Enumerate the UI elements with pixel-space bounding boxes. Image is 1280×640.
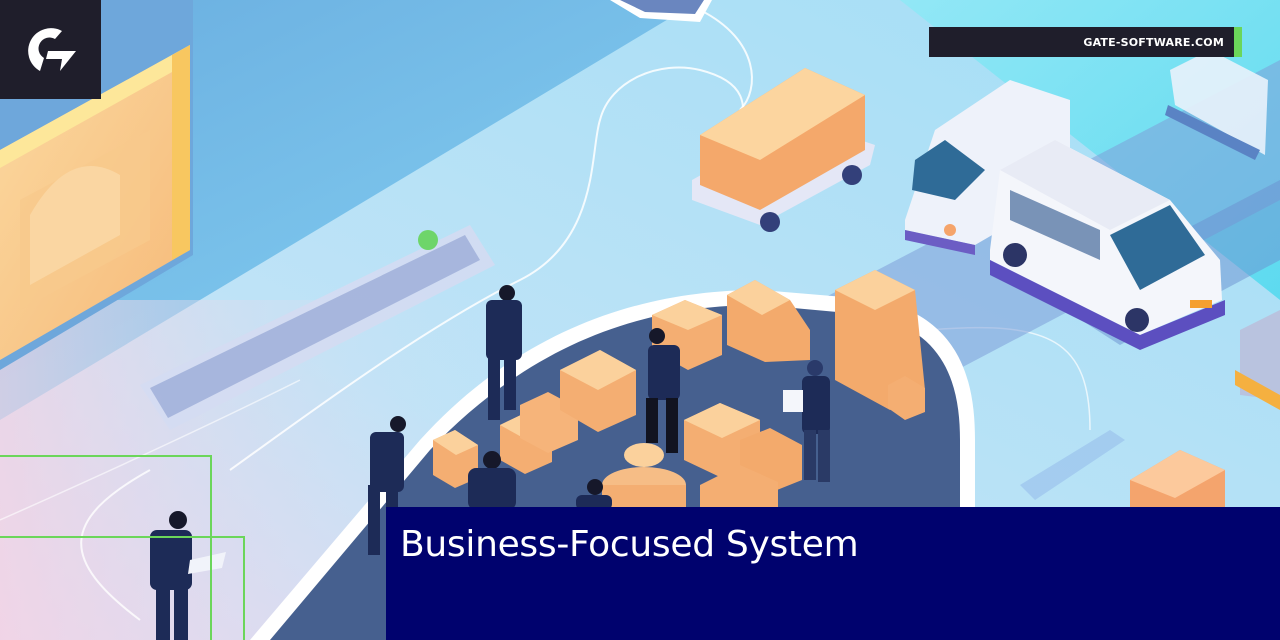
brand-logo[interactable] [0, 0, 101, 99]
title-panel: Business-Focused System [386, 507, 1280, 640]
g-lightning-logo-icon [27, 27, 76, 71]
website-url-text: GATE-SOFTWARE.COM [1083, 35, 1224, 49]
url-banner-accent-bar [1234, 27, 1242, 57]
parcels [433, 270, 925, 510]
page-title: Business-Focused System [400, 524, 859, 565]
highlight-outline-box [0, 455, 212, 640]
website-url-banner[interactable]: GATE-SOFTWARE.COM [929, 27, 1234, 57]
people [150, 285, 830, 640]
highlight-outline-box [0, 536, 245, 640]
